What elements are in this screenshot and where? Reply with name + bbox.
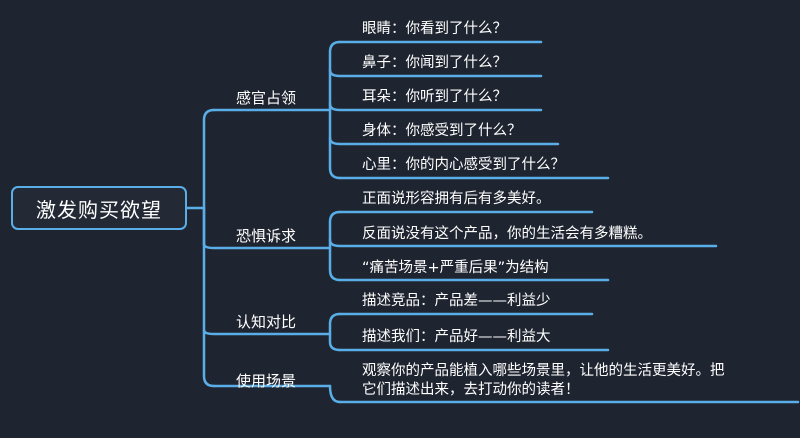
branch-label-contrast[interactable]: 认知对比 [236,313,297,331]
branch-label-sensory[interactable]: 感官占领 [236,89,297,107]
root-node[interactable]: 激发购买欲望 [11,186,187,230]
leaf-scene-line-1[interactable]: 观察你的产品能植入哪些场景里，让他的生活更美好。把 [362,363,725,379]
leaf-ears[interactable]: 耳朵：你听到了什么？ [362,89,507,105]
leaf-positive[interactable]: 正面说形容拥有后有多美好。 [362,191,551,207]
leaf-underline-2-2 [328,238,718,248]
connector-branch-3 [202,328,332,336]
leaf-scene-line-2[interactable]: 它们描述出来，去打动你的读者！ [362,382,580,398]
leaf-structure[interactable]: “痛苦场景+严重后果”为结构 [362,260,549,276]
connector-group-4 [328,384,342,404]
branch-label-fear[interactable]: 恐惧诉求 [236,227,297,245]
branch-label-scene[interactable]: 使用场景 [236,372,297,390]
leaf-body[interactable]: 身体：你感受到了什么？ [362,123,522,139]
root-label: 激发购买欲望 [36,197,162,222]
connector-group-2 [328,210,342,282]
connector-root-spine [202,108,216,388]
connector-group-3 [328,312,342,352]
leaf-ours[interactable]: 描述我们：产品好——利益大 [362,329,551,345]
leaf-nose[interactable]: 鼻子：你闻到了什么？ [362,55,507,71]
leaf-negative[interactable]: 反面说没有这个产品，你的生活会有多糟糕。 [362,226,652,242]
connector-group-1 [328,40,342,180]
leaf-underline-1-3 [328,102,543,112]
leaf-underline-1-4 [328,136,560,146]
leaf-heart[interactable]: 心里：你的内心感受到了什么？ [362,157,565,173]
leaf-competitor[interactable]: 描述竞品：产品差——利益少 [362,293,551,309]
leaf-underline-1-2 [328,68,543,78]
leaf-eyes[interactable]: 眼睛：你看到了什么？ [362,21,507,37]
